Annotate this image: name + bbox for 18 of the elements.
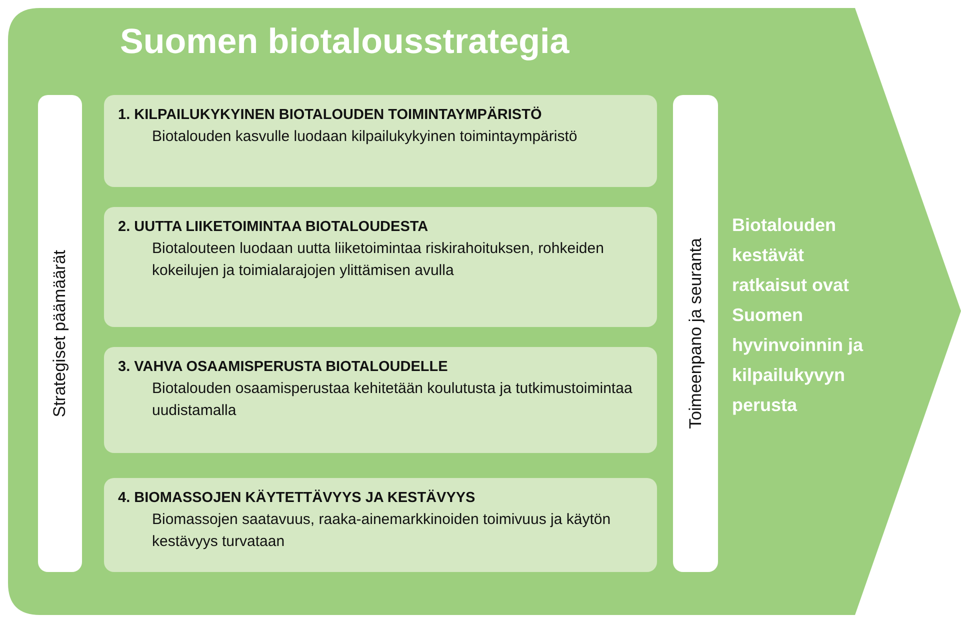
- goal-heading: 2. UUTTA LIIKETOIMINTAA BIOTALOUDESTA: [118, 218, 430, 237]
- goal-description: Biotalouteen luodaan uutta liiketoimintaa riskirahoituksen, rohkeiden kokeilujen ja toimialarajojen ylittämisen avulla: [151, 239, 605, 281]
- goal-card: [104, 207, 657, 327]
- goal-heading: 1. KILPAILUKYKYINEN BIOTALOUDEN TOIMINTAYMPÄRISTÖ: [118, 106, 543, 125]
- shape-heading: Suomen biotalousstrategia: [120, 22, 570, 62]
- goal-description: Biotalouden osaamisperustaa kehitetään koulutusta ja tutkimustoimintaa uudistamalla: [151, 379, 634, 421]
- goal-card: [104, 347, 657, 453]
- bar-label: Strategiset päämäärät: [50, 250, 70, 418]
- vertical-label-bar: [673, 95, 718, 572]
- conclusion-text: Biotalouden kestävät ratkaisut ovat Suomen hyvinvoinnin ja kilpailukyvyn perusta: [732, 214, 864, 417]
- goal-heading: 3. VAHVA OSAAMISPERUSTA BIOTALOUDELLE: [118, 358, 449, 377]
- goal-heading: 4. BIOMASSOJEN KÄYTETTÄVYYS JA KESTÄVYYS: [118, 488, 476, 508]
- vertical-label-bar: [38, 95, 82, 572]
- goal-card: [104, 95, 657, 187]
- goal-description: Biotalouden kasvulle luodaan kilpailukykyinen toimintaympäristö: [151, 127, 578, 147]
- goal-card: [104, 478, 657, 572]
- bar-label: Toimeenpano ja seuranta: [686, 238, 706, 429]
- goal-description: Biomassojen saatavuus, raaka-ainemarkkinoiden toimivuus ja käytön kestävyys turvataan: [151, 510, 612, 552]
